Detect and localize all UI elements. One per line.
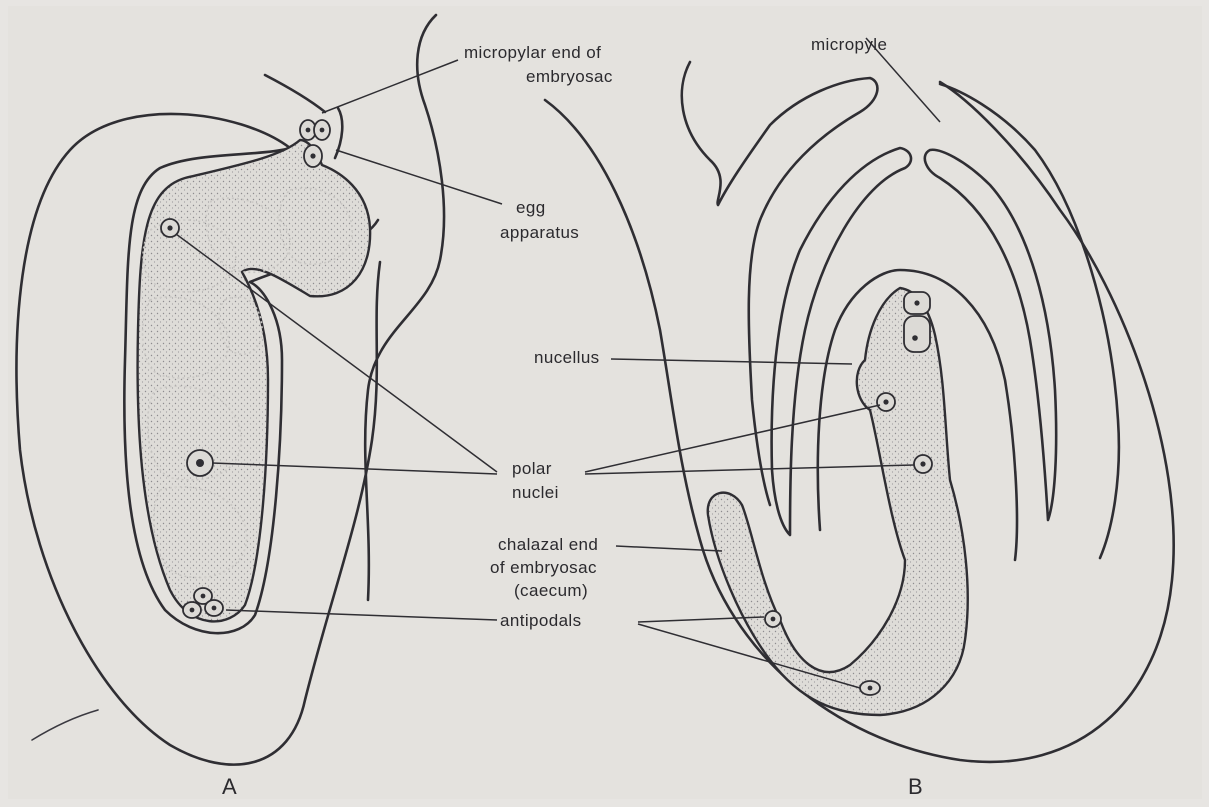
label-chalazal-end: chalazal end — [498, 535, 598, 554]
label-nucellus: nucellus — [534, 348, 600, 367]
label-polar-nuclei-2: nuclei — [512, 483, 559, 502]
panel-label-b: B — [908, 774, 923, 799]
label-micropylar-end-2: embryosac — [526, 67, 613, 86]
label-polar-nuclei: polar — [512, 459, 552, 478]
polar-nucleus-b-lower — [914, 455, 932, 473]
polar-nucleus-a-lower — [187, 450, 213, 476]
label-egg-apparatus-2: apparatus — [500, 223, 579, 242]
label-chalazal-end-2: of embryosac — [490, 558, 597, 577]
label-antipodals: antipodals — [500, 611, 582, 630]
label-egg-apparatus: egg — [516, 198, 546, 217]
polar-nucleus-b-upper — [877, 393, 895, 411]
label-chalazal-end-3: (caecum) — [514, 581, 588, 600]
panel-label-a: A — [222, 774, 237, 799]
label-micropylar-end: micropylar end of — [464, 43, 601, 62]
egg-apparatus-b — [904, 292, 930, 352]
label-micropyle: micropyle — [811, 35, 887, 54]
